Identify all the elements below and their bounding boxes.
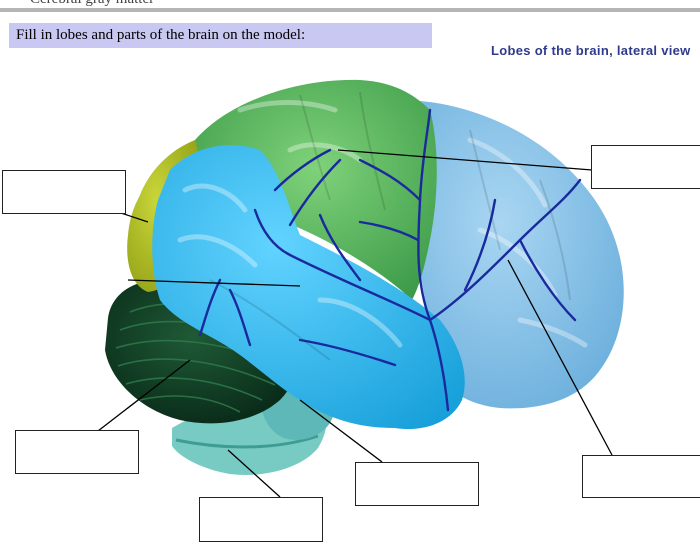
- gyri-grooves: [209, 91, 571, 361]
- temporal-lobe-region: [152, 145, 465, 430]
- frontal-lobe-region: [400, 100, 624, 409]
- figure-title: Lobes of the brain, lateral view: [491, 43, 691, 58]
- frontal-answer-box[interactable]: [582, 455, 700, 498]
- instruction-banner: Fill in lobes and parts of the brain on …: [9, 23, 432, 48]
- pons-answer-box[interactable]: [355, 462, 479, 506]
- occipital-answer-box[interactable]: [2, 170, 126, 214]
- parietal-answer-box[interactable]: [591, 145, 700, 189]
- clipped-page-title: Cerebral gray matter: [30, 0, 154, 8]
- brainstem-shadow: [175, 434, 319, 449]
- parietal-lobe-region: [195, 79, 437, 300]
- gyri-highlights: [177, 100, 588, 348]
- brainstem-answer-box[interactable]: [199, 497, 323, 542]
- cerebellum-answer-box[interactable]: [15, 430, 139, 474]
- blood-vessels: [198, 108, 582, 412]
- top-divider: [0, 8, 700, 12]
- leader-lines: [97, 149, 613, 498]
